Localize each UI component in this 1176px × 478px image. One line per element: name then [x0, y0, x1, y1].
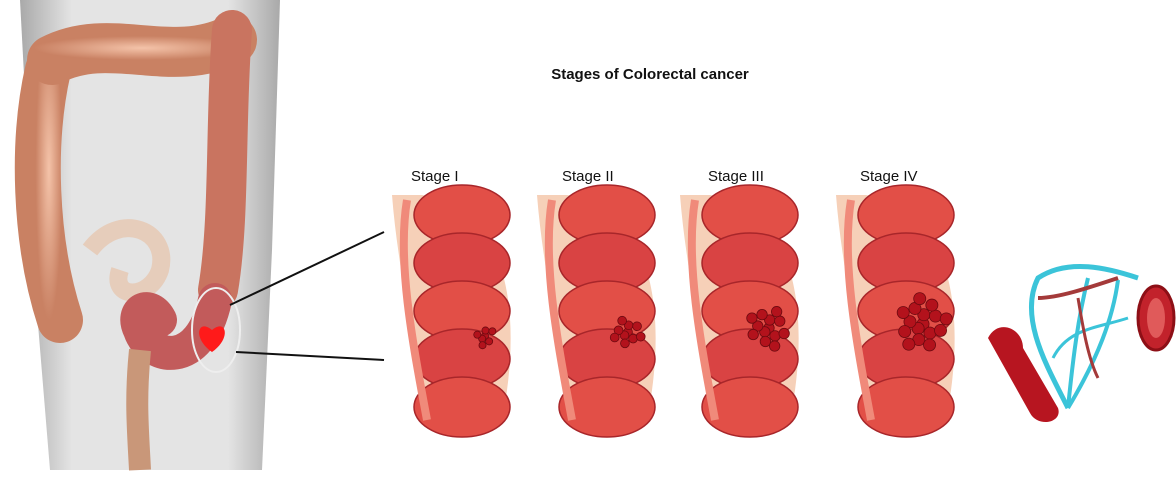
- stage-panel-2: [537, 185, 656, 437]
- artery-left: [988, 327, 1059, 422]
- stage-panel-4: [836, 185, 955, 437]
- stage-panel-3: [680, 185, 799, 437]
- stage-panel-1: [392, 185, 511, 437]
- blood-vessel-illustration: [978, 258, 1176, 458]
